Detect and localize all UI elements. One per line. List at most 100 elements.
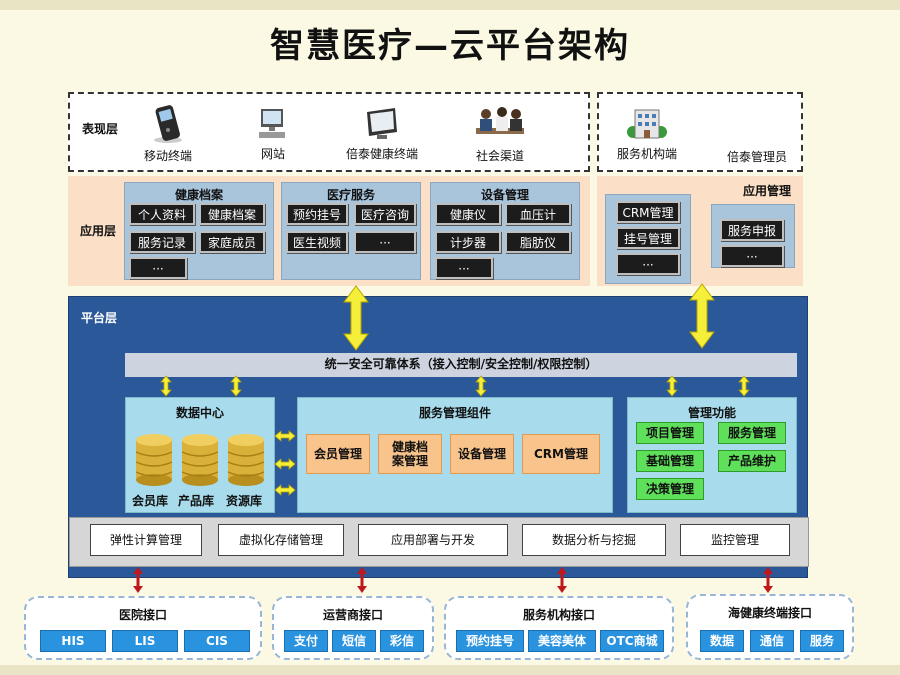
mgmt-fn-decision[interactable]: 决策管理 [636, 478, 704, 500]
bottom-decor-stripe [0, 665, 900, 675]
presentation-item-label: 移动终端 [143, 149, 192, 163]
interface-connector [555, 565, 569, 595]
presentation-item-label: 服务机构端 [616, 147, 677, 161]
svc-health-record-mgmt[interactable]: 健康档案管理 [378, 434, 442, 474]
presentation-layer-box: 表现层 移动终端 网站 倍泰健康终端 [68, 92, 590, 172]
interface-item-sms[interactable]: 短信 [332, 630, 376, 652]
app-item-health-records[interactable]: 健康档案 [199, 203, 265, 225]
app-item-health-meter[interactable]: 健康仪 [435, 203, 501, 225]
app-item-more[interactable]: ··· [129, 257, 187, 279]
app-mgmt-crm[interactable]: CRM管理 [616, 201, 680, 223]
app-mgmt-more[interactable]: ··· [616, 253, 680, 275]
presentation-right-box: 服务机构端 倍泰管理员 [597, 92, 803, 172]
mobile-phone-icon [154, 105, 182, 143]
interface-item-his[interactable]: HIS [40, 630, 106, 652]
application-layer: 应用层 健康档案 个人资料 健康档案 服务记录 家庭成员 ··· 医疗服务 预约… [68, 176, 590, 286]
interface-service-org: 服务机构接口 预约挂号 美容美体 OTC商城 [444, 596, 674, 660]
interface-item-appointment[interactable]: 预约挂号 [456, 630, 524, 652]
presentation-item-admin-label: 倍泰管理员 [727, 150, 788, 164]
svc-crm-mgmt[interactable]: CRM管理 [522, 434, 600, 474]
security-bar: 统一安全可靠体系（接入控制/安全控制/权限控制） [125, 353, 797, 377]
interface-item-data[interactable]: 数据 [700, 630, 744, 652]
app-item-family-members[interactable]: 家庭成员 [199, 231, 265, 253]
platform-layer-label: 平台层 [81, 311, 118, 325]
interface-item-mms[interactable]: 彩信 [380, 630, 424, 652]
presentation-item-label: 社会渠道 [475, 149, 524, 163]
presentation-item-social: 社会渠道 [460, 104, 540, 164]
building-icon [627, 109, 667, 139]
interface-connector [355, 565, 369, 595]
interface-item-otc-mall[interactable]: OTC商城 [600, 630, 664, 652]
interface-operator: 运营商接口 支付 短信 彩信 [272, 596, 434, 660]
app-management-label: 应用管理 [743, 184, 792, 198]
app-item-appointment[interactable]: 预约挂号 [286, 203, 348, 225]
app-item-doctor-video[interactable]: 医生视频 [286, 231, 348, 253]
app-mgmt-registration[interactable]: 挂号管理 [616, 227, 680, 249]
app-item-personal-info[interactable]: 个人资料 [129, 203, 195, 225]
interface-item-cis[interactable]: CIS [184, 630, 250, 652]
app-mgmt-service-declare[interactable]: 服务申报 [720, 219, 784, 241]
platform-layer: 平台层 统一安全可靠体系（接入控制/安全控制/权限控制） 数据中心 会员库 产品… [68, 296, 809, 578]
infra-elastic-compute[interactable]: 弹性计算管理 [90, 524, 202, 556]
mgmt-fn-product[interactable]: 产品维护 [718, 450, 786, 472]
interface-hospital: 医院接口 HIS LIS CIS [24, 596, 262, 660]
service-mgmt-panel: 服务管理组件 会员管理 健康档案管理 设备管理 CRM管理 [297, 397, 613, 513]
interface-item-beauty[interactable]: 美容美体 [528, 630, 596, 652]
interface-item-comm[interactable]: 通信 [750, 630, 794, 652]
infra-app-deploy[interactable]: 应用部署与开发 [358, 524, 508, 556]
security-arrow [230, 375, 242, 397]
app-mgmt-more[interactable]: ··· [720, 245, 784, 267]
database-icon-resource [227, 434, 265, 486]
page-title: 智慧医疗—云平台架构 [270, 26, 630, 66]
app-item-fat-meter[interactable]: 脂肪仪 [505, 231, 571, 253]
db-label-member: 会员库 [132, 494, 169, 508]
mgmt-functions-panel: 管理功能 项目管理 服务管理 基础管理 产品维护 决策管理 [627, 397, 797, 513]
security-arrow [666, 375, 678, 397]
security-arrow [738, 375, 750, 397]
interface-title: 运营商接口 [322, 608, 383, 622]
interface-connector [761, 565, 775, 595]
infra-monitoring[interactable]: 监控管理 [680, 524, 790, 556]
app-group-title: 医疗服务 [326, 188, 375, 202]
app-item-service-records[interactable]: 服务记录 [129, 231, 195, 253]
app-group-title: 健康档案 [174, 188, 223, 202]
app-management-area: 应用管理 CRM管理 挂号管理 ··· 服务申报 ··· [597, 176, 803, 286]
interface-terminal: 海健康终端接口 数据 通信 服务 [686, 594, 854, 660]
interface-connector [131, 565, 145, 595]
interface-item-service[interactable]: 服务 [800, 630, 844, 652]
infra-virtual-storage[interactable]: 虚拟化存储管理 [218, 524, 344, 556]
security-arrow [475, 375, 487, 397]
app-item-pedometer[interactable]: 计步器 [435, 231, 501, 253]
application-layer-label: 应用层 [80, 224, 117, 238]
app-item-consultation[interactable]: 医疗咨询 [354, 203, 416, 225]
app-item-blood-pressure[interactable]: 血压计 [505, 203, 571, 225]
app-item-more[interactable]: ··· [435, 257, 493, 279]
db-label-resource: 资源库 [226, 494, 263, 508]
svc-device-mgmt[interactable]: 设备管理 [450, 434, 514, 474]
app-item-more[interactable]: ··· [354, 231, 416, 253]
app-mgmt-right-panel: 服务申报 ··· [711, 204, 795, 268]
app-group-title: 设备管理 [480, 188, 529, 202]
app-platform-arrow-right [689, 283, 715, 349]
presentation-item-terminal: 倍泰健康终端 [332, 106, 432, 162]
interface-item-payment[interactable]: 支付 [284, 630, 328, 652]
app-group-device-mgmt: 设备管理 健康仪 血压计 计步器 脂肪仪 ··· [430, 182, 580, 280]
mgmt-fn-project[interactable]: 项目管理 [636, 422, 704, 444]
database-icon-product [181, 434, 219, 486]
data-service-arrow [274, 458, 296, 470]
presentation-item-website: 网站 [238, 106, 308, 162]
interface-title: 医院接口 [118, 608, 167, 622]
data-center-panel: 数据中心 会员库 产品库 资源库 [125, 397, 275, 513]
svc-member-mgmt[interactable]: 会员管理 [306, 434, 370, 474]
interface-item-lis[interactable]: LIS [112, 630, 178, 652]
infra-data-analysis[interactable]: 数据分析与挖掘 [522, 524, 666, 556]
interface-title: 服务机构接口 [522, 608, 595, 622]
db-label-product: 产品库 [178, 494, 215, 508]
mgmt-fn-service[interactable]: 服务管理 [718, 422, 786, 444]
mgmt-fn-basic[interactable]: 基础管理 [636, 450, 704, 472]
security-arrow [160, 375, 172, 397]
presentation-item-service-org: 服务机构端 [605, 104, 689, 162]
presentation-item-label: 网站 [260, 147, 285, 161]
app-mgmt-left-panel: CRM管理 挂号管理 ··· [605, 194, 691, 284]
